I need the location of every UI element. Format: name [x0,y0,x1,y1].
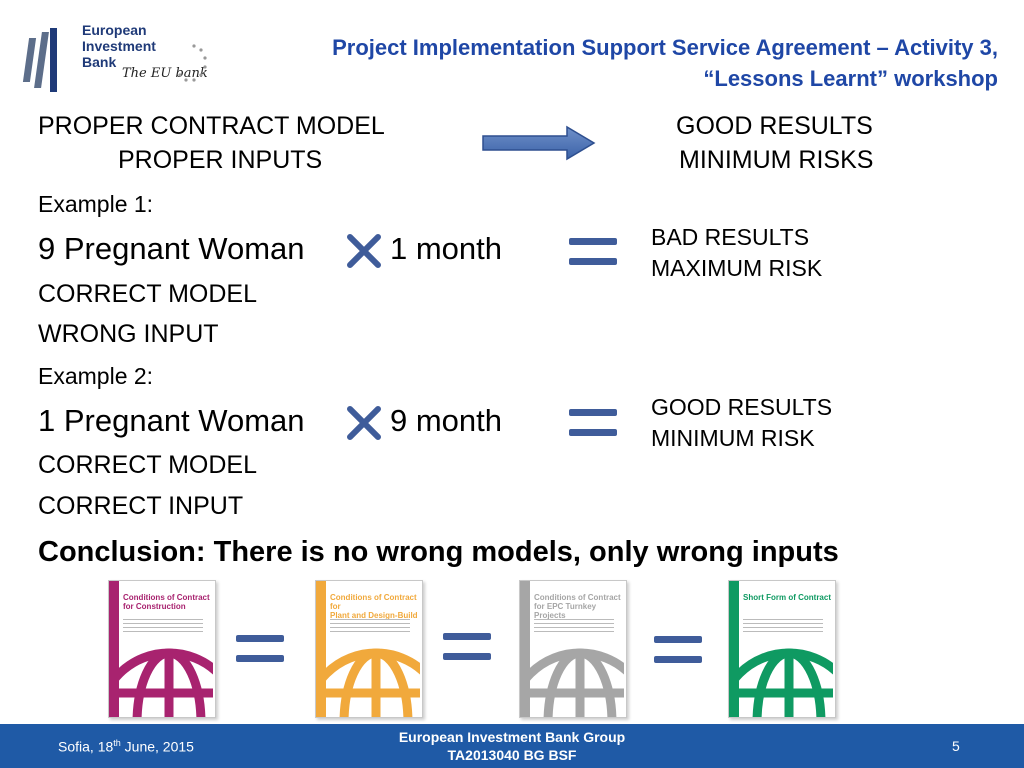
conclusion: Conclusion: There is no wrong models, on… [38,536,839,568]
example2-left: 1 Pregnant Woman [38,403,305,438]
example2-note2: CORRECT INPUT [38,492,244,520]
slide-title: Project Implementation Support Service A… [332,35,998,91]
book-strip [520,581,530,717]
example1-note2: WRONG INPUT [38,320,219,348]
header-right-line1: GOOD RESULTS [676,112,873,140]
equals-icon [236,635,284,665]
book-strip [729,581,739,717]
footer-org: European Investment Bank Group TA2013040… [398,729,626,763]
globe-icon [324,648,420,717]
multiply-icon [347,234,381,268]
globe-icon [528,648,624,717]
equals-icon [569,238,617,268]
equals-icon [569,409,617,439]
book-strip [316,581,326,717]
page-number: 5 [952,738,960,754]
logo-tagline: The EU bank [122,66,208,81]
example2-right: 9 month [390,403,503,438]
book-strip [109,581,119,717]
header-right-line2: MINIMUM RISKS [679,146,874,174]
globe-icon [117,648,213,717]
logo-text: European Investment Bank [82,22,156,70]
book-title: Short Form of Contract [743,593,831,602]
footer-location: Sofia, 18th June, 2015 [58,738,194,755]
example2-result: GOOD RESULTS MINIMUM RISK [651,394,833,451]
equals-icon [443,633,491,663]
fidic-green-book-cover: Short Form of Contract [728,580,836,718]
right-arrow-icon [482,125,596,161]
example1-right: 1 month [390,231,503,266]
example1-note1: CORRECT MODEL [38,280,258,308]
example1-left: 9 Pregnant Woman [38,231,305,266]
example1-result: BAD RESULTS MAXIMUM RISK [651,224,823,281]
eib-logo: European Investment Bank The EU bank [22,22,212,92]
example2-note1: CORRECT MODEL [38,451,258,479]
header-left-line2: PROPER INPUTS [118,146,323,174]
header-left-line1: PROPER CONTRACT MODEL [38,112,385,140]
eu-stars-icon [178,44,207,82]
example2-label: Example 2: [38,363,154,389]
equals-icon [654,636,702,666]
example1-label: Example 1: [38,191,154,217]
multiply-icon [347,406,381,440]
globe-icon [737,648,833,717]
footer-bar: Sofia, 18th June, 2015 European Investme… [0,724,1024,768]
